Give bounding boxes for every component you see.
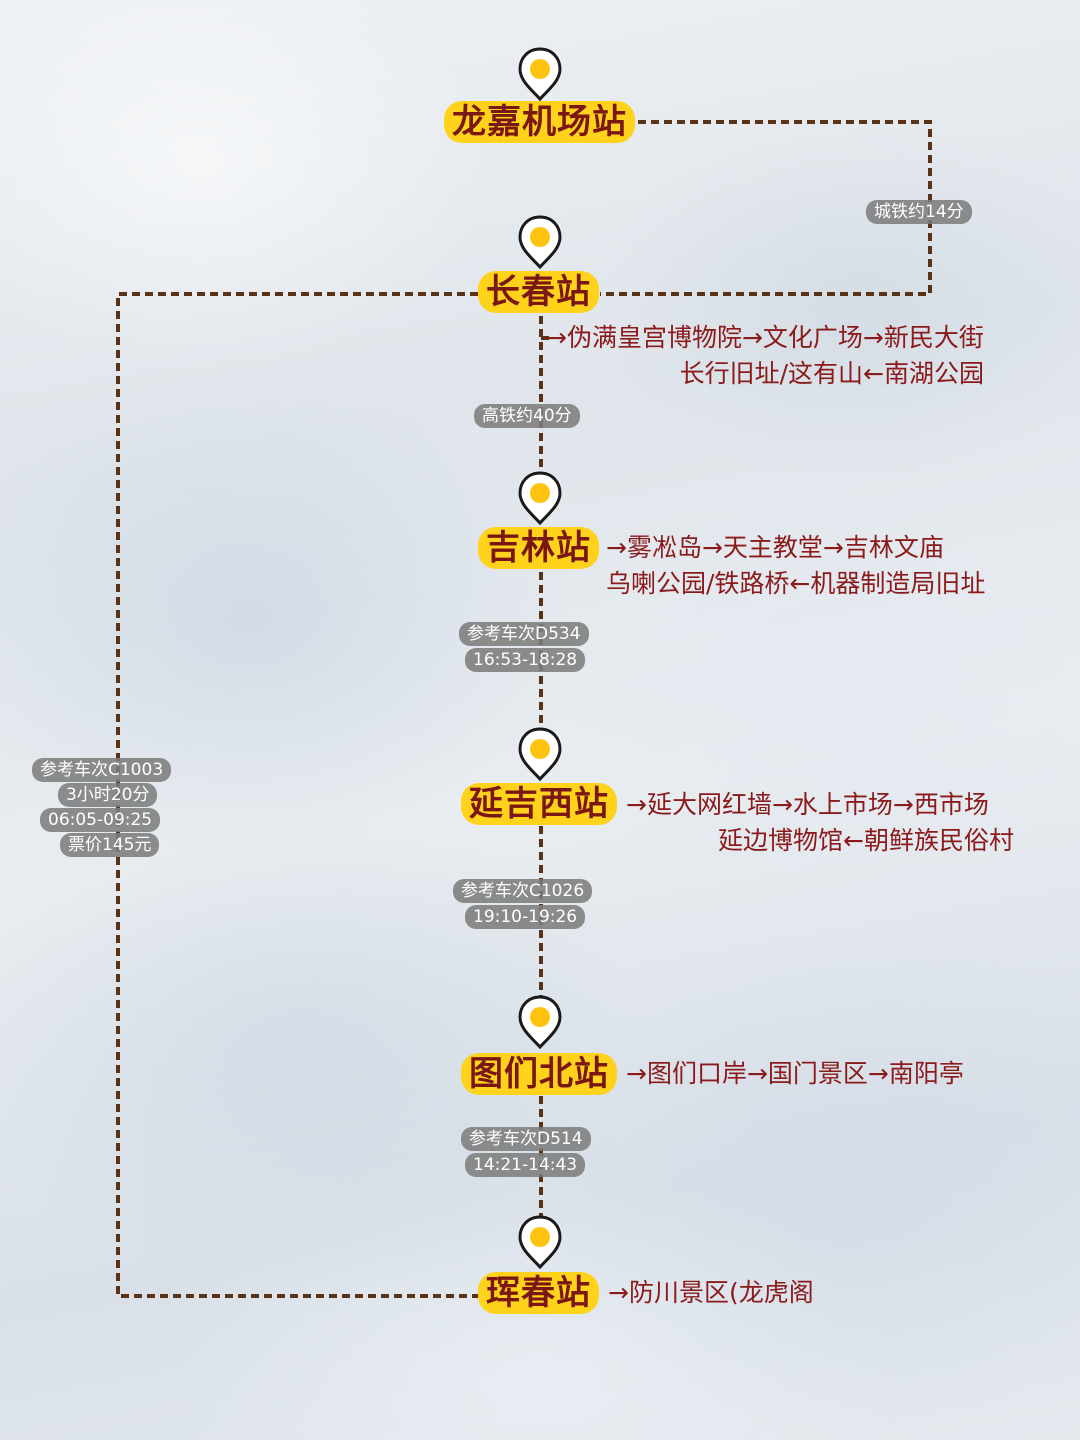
station-changchun: 长春站 [478, 271, 599, 313]
hunchun-route-line-1: →防川景区(龙虎阁 [608, 1278, 814, 1307]
segment-yanji-tumen-train: 参考车次C1026 [453, 879, 593, 903]
location-pin-icon [516, 1214, 564, 1270]
segment-changchun-hunchun-duration: 3小时20分 [58, 783, 158, 807]
location-pin-icon [516, 726, 564, 782]
yanji-route-line-1: →延大网红墙→水上市场→西市场 [626, 790, 989, 819]
segment-airport-changchun-label: 城铁约14分 [866, 200, 972, 224]
station-longjia-airport: 龙嘉机场站 [444, 101, 635, 143]
station-tumen-north: 图们北站 [461, 1053, 617, 1095]
segment-tumen-hunchun-time: 14:21-14:43 [465, 1153, 586, 1177]
changchun-route-line-1: →伪满皇宫博物院→文化广场→新民大街 [546, 323, 984, 352]
segment-jilin-yanji-train: 参考车次D534 [459, 622, 589, 646]
segment-jilin-yanji-time: 16:53-18:28 [465, 648, 586, 672]
segment-tumen-hunchun-train: 参考车次D514 [461, 1127, 591, 1151]
jilin-route-line-2: 乌喇公园/铁路桥←机器制造局旧址 [606, 569, 986, 598]
changchun-to-hunchun-line [116, 292, 478, 1298]
changchun-route-line-2: 长行旧址/这有山←南湖公园 [679, 359, 984, 388]
location-pin-icon [516, 470, 564, 526]
segment-changchun-hunchun-time: 06:05-09:25 [40, 808, 161, 832]
segment-yanji-tumen-time: 19:10-19:26 [465, 905, 586, 929]
segment-changchun-hunchun-train: 参考车次C1003 [32, 758, 172, 782]
tumen-route-line-1: →图们口岸→国门景区→南阳亭 [626, 1059, 964, 1088]
segment-changchun-hunchun-fare: 票价145元 [60, 833, 160, 857]
location-pin-icon [516, 214, 564, 270]
station-hunchun: 珲春站 [478, 1272, 599, 1314]
location-pin-icon [516, 994, 564, 1050]
location-pin-icon [516, 46, 564, 102]
yanji-route-line-2: 延边博物馆←朝鲜族民俗村 [718, 826, 1014, 855]
jilin-route-line-1: →雾凇岛→天主教堂→吉林文庙 [606, 533, 944, 562]
station-jilin: 吉林站 [478, 527, 599, 569]
station-yanji-west: 延吉西站 [461, 783, 617, 825]
segment-changchun-jilin-label: 高铁约40分 [474, 404, 580, 428]
